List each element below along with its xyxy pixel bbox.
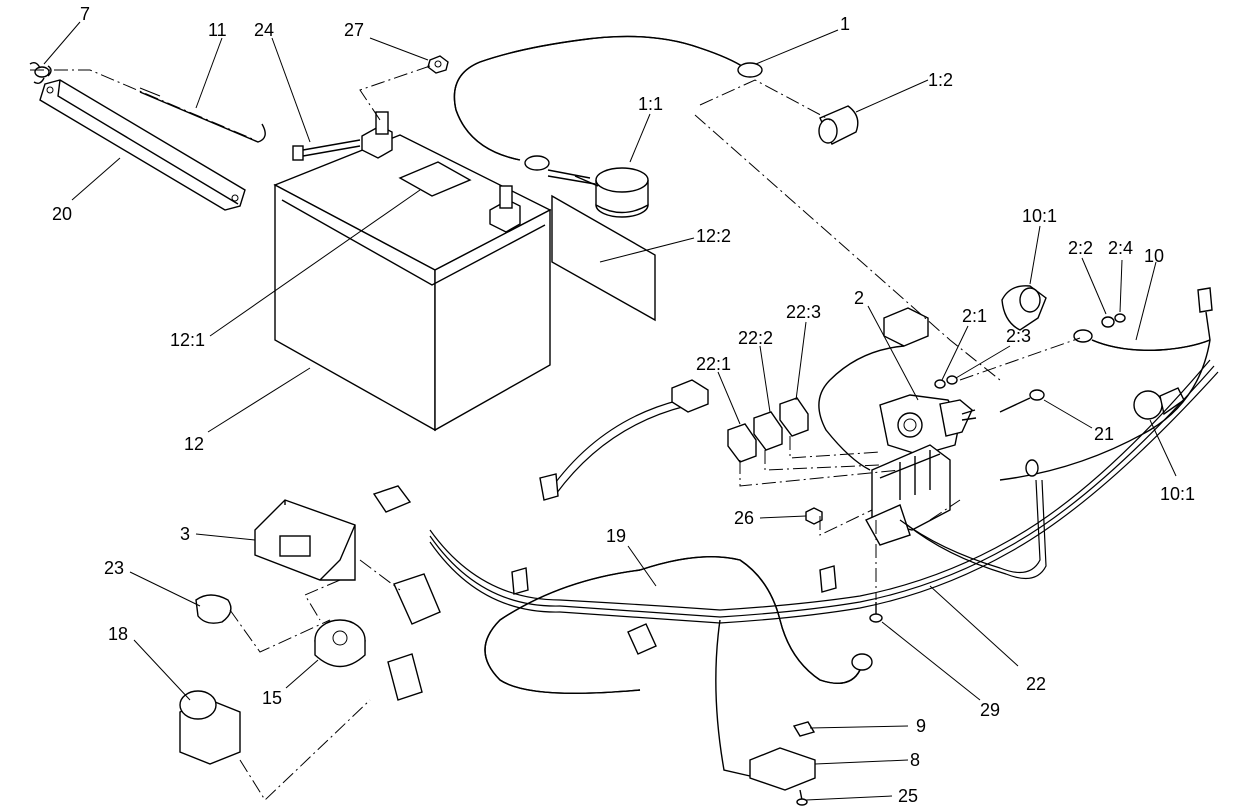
callout-23: 23: [104, 558, 124, 578]
callout-10-1-lower: 10:1: [1160, 484, 1195, 504]
hold-down-bar-part-20: [39, 79, 246, 211]
fuse-block-bracket: [865, 444, 951, 546]
nut-part-26: [805, 507, 823, 525]
callout-10: 10: [1144, 246, 1164, 266]
j-bolt-part-11: [139, 87, 266, 143]
terminal-boot-part-10-1-upper: [1001, 285, 1047, 331]
callout-27: 27: [344, 20, 364, 40]
screw-part-29: [869, 602, 883, 623]
wing-nut-part-7: [29, 61, 52, 85]
clip-part-9: [792, 721, 816, 737]
callout-3: 3: [180, 524, 190, 544]
callout-20: 20: [52, 204, 72, 224]
screw-part-21: [999, 389, 1045, 413]
callout-1-1: 1:1: [638, 94, 663, 114]
callout-26: 26: [734, 508, 754, 528]
battery-cable-part-1: [453, 35, 763, 185]
callout-15: 15: [262, 688, 282, 708]
callout-22-2: 22:2: [738, 328, 773, 348]
decal-part-12-2: [551, 194, 656, 322]
callout-2-4: 2:4: [1108, 238, 1133, 258]
callout-18: 18: [108, 624, 128, 644]
callout-2-1: 2:1: [962, 306, 987, 326]
callout-22-1: 22:1: [696, 354, 731, 374]
leader-lines: [43, 21, 1177, 801]
ground-cable-part-19: [484, 555, 873, 695]
screw-part-25: [796, 789, 808, 806]
key-switch-part-15: [314, 619, 366, 668]
cover-part-23: [195, 594, 232, 624]
connector-top-part-2: [818, 307, 929, 471]
terminal-boot-part-1-1: [574, 167, 649, 218]
nut-part-27: [427, 55, 449, 74]
callout-29: 29: [980, 700, 1000, 720]
callout-21: 21: [1094, 424, 1114, 444]
callout-11: 11: [208, 20, 227, 40]
fuses-part-22: [727, 397, 809, 463]
callout-12-1: 12:1: [170, 330, 205, 350]
callout-8: 8: [910, 750, 920, 770]
callout-9: 9: [916, 716, 926, 736]
callout-2-2: 2:2: [1068, 238, 1093, 258]
harness-connectors: [372, 473, 837, 777]
wire-harness-part-22: [429, 359, 1219, 624]
callout-22: 22: [1026, 674, 1046, 694]
washers-part-2-1-2-3: [934, 375, 958, 389]
callout-1: 1: [840, 14, 850, 34]
callout-24: 24: [254, 20, 274, 40]
assembly-lines: [30, 65, 1081, 801]
terminal-boot-part-10-1-lower: [1133, 387, 1185, 420]
battery-part-12: [273, 111, 552, 432]
callout-7: 7: [80, 4, 90, 24]
push-switch-part-18: [179, 690, 241, 765]
display-module-part-3: [254, 499, 356, 581]
callout-10-1-upper: 10:1: [1022, 206, 1057, 226]
callout-19: 19: [606, 526, 626, 546]
terminal-boot-part-1-2: [818, 105, 859, 145]
callout-2-3: 2:3: [1006, 326, 1031, 346]
callout-1-2: 1:2: [928, 70, 953, 90]
callout-22-3: 22:3: [786, 302, 821, 322]
callout-12: 12: [184, 434, 204, 454]
callout-2: 2: [854, 288, 864, 308]
callout-25: 25: [898, 786, 918, 806]
relay-part-8: [749, 747, 816, 791]
callout-labels: 7 11 24 27 1 1:2 1:1 20 12:2 12:1 12 10:…: [52, 4, 1195, 806]
solenoid-part-2: [879, 394, 977, 456]
bolt-part-24: [292, 139, 361, 161]
callout-12-2: 12:2: [696, 226, 731, 246]
